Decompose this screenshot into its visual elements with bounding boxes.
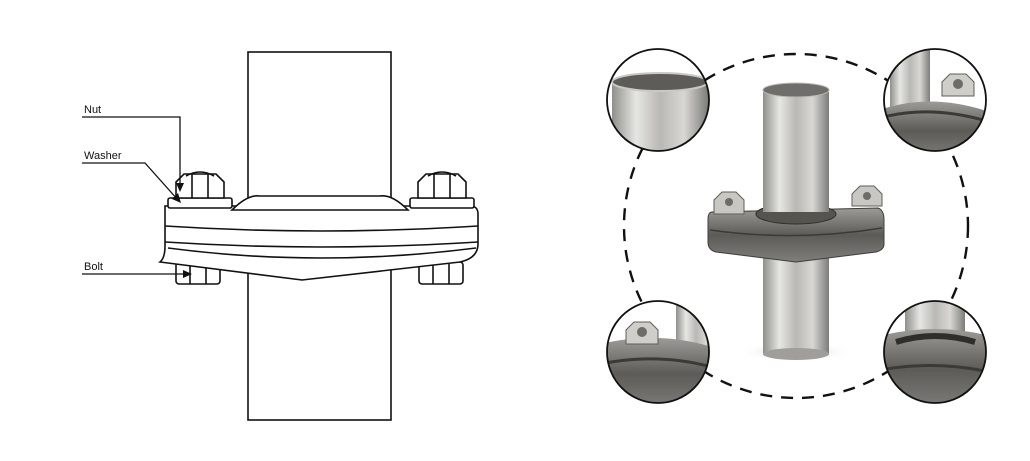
label-washer: Washer: [84, 150, 122, 162]
bolt-bottom-right: [418, 261, 464, 285]
callouts: [82, 116, 192, 278]
nut-leader: [82, 116, 181, 186]
flange: [158, 205, 479, 281]
photo-nut-right: [851, 185, 883, 207]
dashed-ring: [622, 52, 970, 400]
detail-nut-bottom: [606, 300, 710, 404]
photo-upper-pipe: [763, 90, 829, 212]
nut-left-shape: [175, 171, 225, 199]
lower-pipe: [247, 261, 392, 421]
photo-nut-left: [713, 191, 745, 215]
washer-leader: [82, 162, 179, 201]
detail-pipe-end: [606, 48, 710, 152]
detail-weld-seam: [883, 300, 987, 404]
upper-pipe: [247, 51, 392, 213]
weld-collar: [230, 194, 410, 211]
detail-nut-top: [883, 48, 987, 152]
line-drawing: [158, 51, 479, 421]
nut-right-shape: [417, 171, 467, 199]
washer-right: [409, 197, 475, 209]
label-bolt: Bolt: [84, 261, 103, 273]
product-photo: [606, 48, 987, 404]
label-nut: Nut: [84, 104, 101, 116]
